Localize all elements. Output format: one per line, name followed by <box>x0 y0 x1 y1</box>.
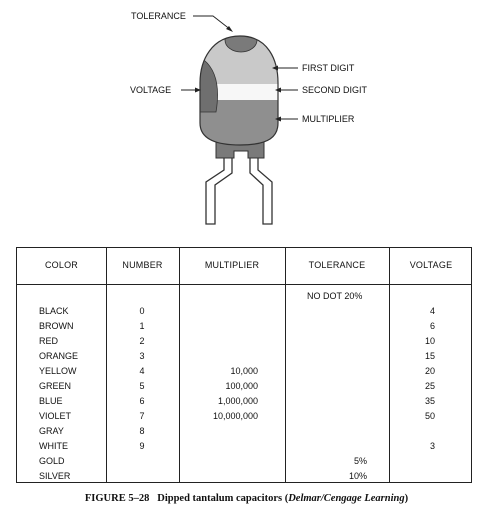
number-cell: 2 <box>139 336 145 346</box>
number-cell: 0 <box>139 306 145 316</box>
figure-caption: FIGURE 5–28 Dipped tantalum capacitors (… <box>0 493 493 504</box>
color-cell: GOLD <box>39 456 65 466</box>
header-color: COLOR <box>44 260 78 270</box>
voltage-cell: 3 <box>429 441 435 451</box>
tolerance-dot <box>224 36 258 53</box>
color-cell: BLACK <box>39 306 69 316</box>
color-cell: ORANGE <box>39 351 79 361</box>
voltage-cell: 20 <box>424 366 435 376</box>
capacitor-diagram: TOLERANCE VOLTAGE FIRST DIGIT SECOND DIG… <box>130 11 368 225</box>
voltage-cell: 10 <box>424 336 435 346</box>
tolerance-cell: 10% <box>348 471 367 481</box>
header-multiplier: MULTIPLIER <box>204 260 260 270</box>
caption-text: Dipped tantalum capacitors ( <box>157 493 289 504</box>
color-code-table: COLOR NUMBER MULTIPLIER TOLERANCE VOLTAG… <box>16 247 472 483</box>
color-cell: GRAY <box>39 426 64 436</box>
voltage-cell: 25 <box>424 381 435 391</box>
caption-close: ) <box>404 493 409 504</box>
number-cell: 9 <box>139 441 145 451</box>
color-cell: VIOLET <box>39 411 72 421</box>
voltage-cell: 35 <box>424 396 435 406</box>
number-cell: 1 <box>139 321 145 331</box>
number-cell: 6 <box>139 396 145 406</box>
color-cell: BROWN <box>39 321 74 331</box>
header-number: NUMBER <box>122 260 163 270</box>
voltage-label: VOLTAGE <box>130 85 171 95</box>
color-cell: SILVER <box>39 471 71 481</box>
color-cell: YELLOW <box>39 366 77 376</box>
multiplier-cell: 10,000 <box>230 366 258 376</box>
color-cell: BLUE <box>39 396 63 406</box>
second-digit-band <box>200 84 278 100</box>
no-dot-note: NO DOT 20% <box>307 291 363 301</box>
second-digit-label: SECOND DIGIT <box>302 85 368 95</box>
number-cell: 7 <box>139 411 145 421</box>
number-cell: 8 <box>139 426 145 436</box>
color-cell: GREEN <box>39 381 72 391</box>
multiplier-cell: 10,000,000 <box>212 411 258 421</box>
multiplier-cell: 1,000,000 <box>217 396 258 406</box>
tolerance-cell: 5% <box>353 456 367 466</box>
multiplier-label: MULTIPLIER <box>302 114 355 124</box>
color-cell: RED <box>39 336 59 346</box>
tolerance-label: TOLERANCE <box>131 11 186 21</box>
voltage-cell: 50 <box>424 411 435 421</box>
first-digit-label: FIRST DIGIT <box>302 63 355 73</box>
multiplier-cell: 100,000 <box>225 381 258 391</box>
color-cell: WHITE <box>39 441 68 451</box>
figure-number: FIGURE 5–28 <box>84 493 150 504</box>
capacitor-leads <box>205 158 273 225</box>
voltage-cell: 6 <box>429 321 435 331</box>
number-cell: 5 <box>139 381 145 391</box>
number-cell: 4 <box>139 366 145 376</box>
voltage-cell: 15 <box>424 351 435 361</box>
header-voltage: VOLTAGE <box>409 260 453 270</box>
header-tolerance: TOLERANCE <box>308 260 366 270</box>
caption-credit: Delmar/Cengage Learning <box>288 493 405 504</box>
number-cell: 3 <box>139 351 145 361</box>
voltage-cell: 4 <box>429 306 435 316</box>
